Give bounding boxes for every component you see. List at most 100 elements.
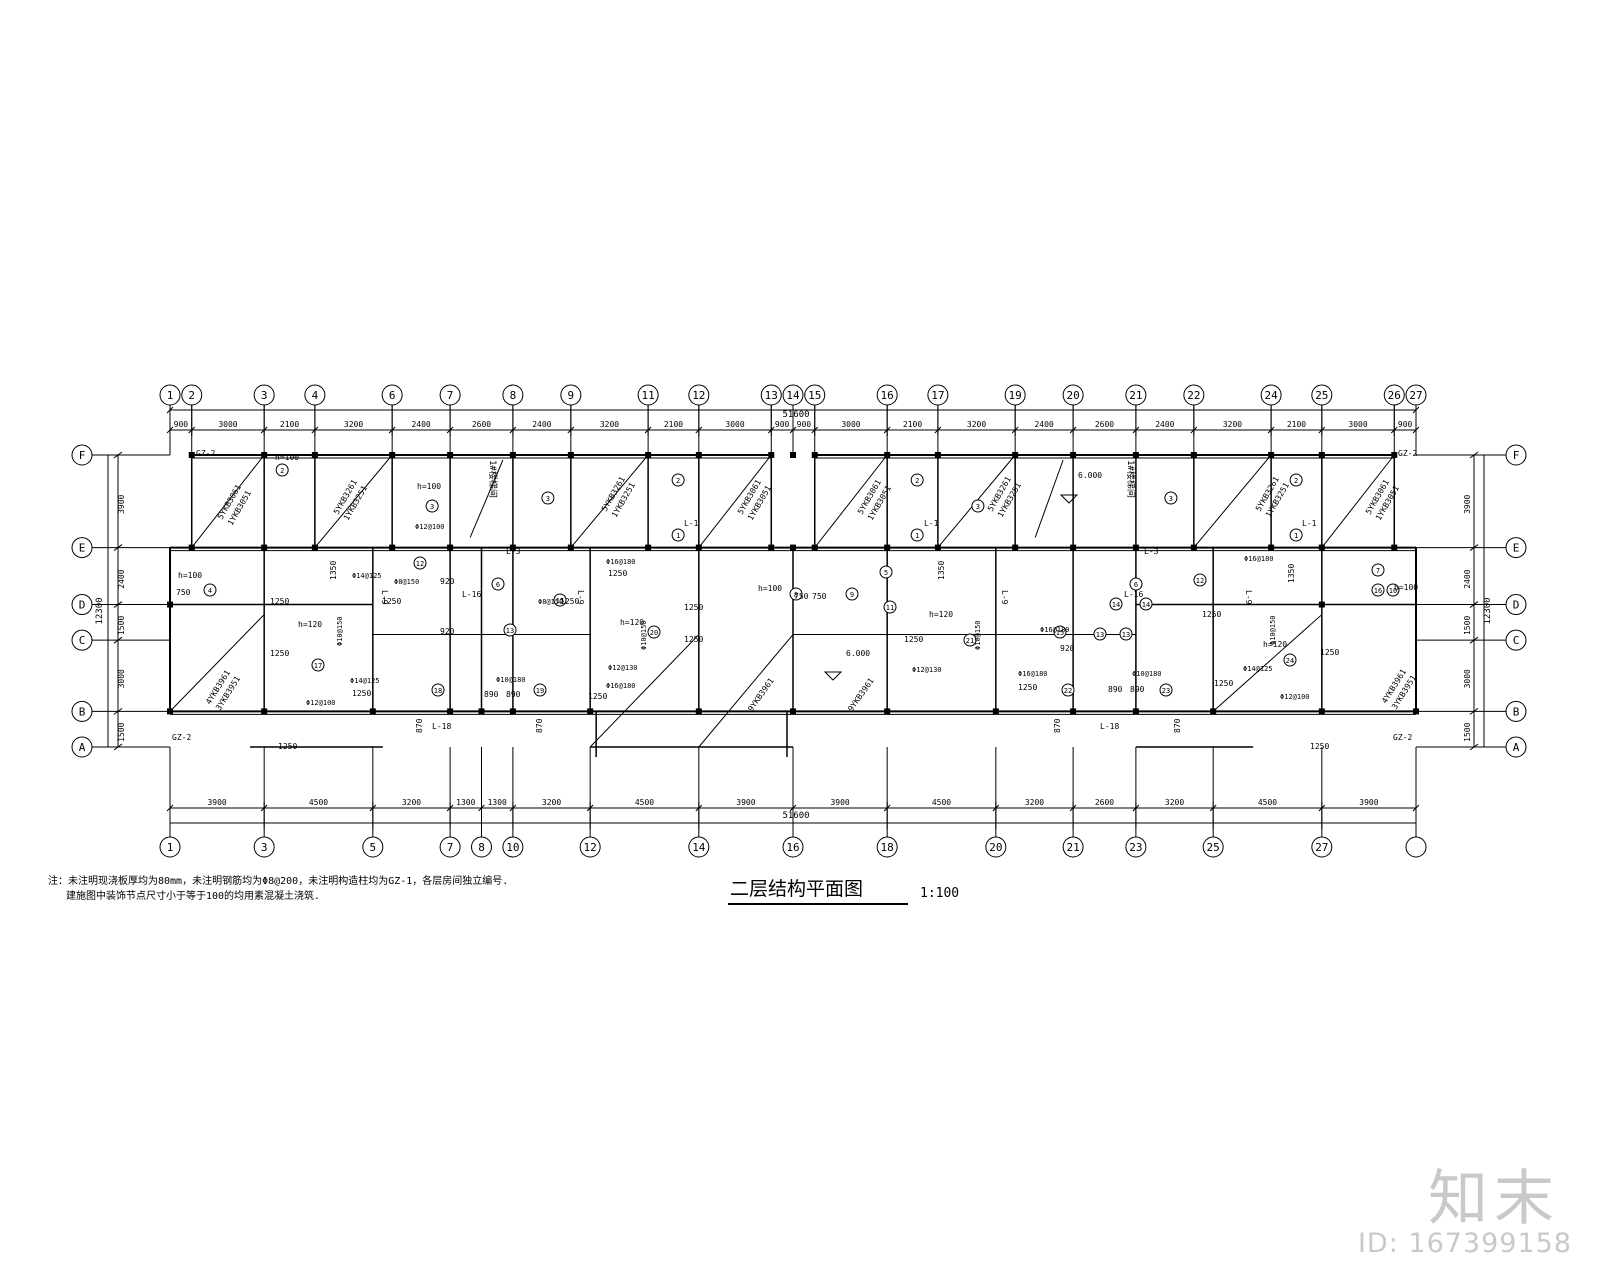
room-number	[1061, 683, 1075, 697]
dim-label: 870	[415, 718, 424, 733]
column	[934, 452, 941, 458]
room-number	[1289, 473, 1303, 487]
axis-bubble-bottom	[1125, 836, 1147, 858]
slab-diagonal	[169, 614, 265, 712]
gz2-right-b: GZ-2	[1393, 733, 1412, 742]
column	[695, 452, 702, 458]
column	[567, 544, 574, 551]
dim-text-top: 900	[174, 420, 189, 429]
axis-label-left: C	[79, 634, 86, 647]
dim-text-top: 2100	[664, 420, 683, 429]
dim-label: 1250	[904, 635, 923, 644]
dim-label: 920	[440, 577, 455, 586]
stair-label: 1#楼梯间	[487, 460, 499, 498]
axis-label-top: 6	[389, 389, 396, 402]
dim-text-bottom: 3900	[207, 798, 226, 807]
axis-bubble-top	[1311, 384, 1333, 406]
stair-diagonal	[1034, 459, 1064, 538]
rebar-label: Φ12@100	[306, 699, 336, 707]
dim-label: 1250	[1018, 683, 1037, 692]
room-number	[413, 556, 427, 570]
column	[1318, 544, 1325, 551]
axis-label-right: E	[1513, 542, 1520, 555]
axis-label-bottom: 12	[584, 841, 597, 854]
room-number-text: 12	[416, 560, 424, 568]
slab-diagonal	[314, 454, 393, 548]
column	[768, 452, 775, 458]
axis-label-top: 26	[1388, 389, 1401, 402]
axis-bubble-top	[181, 384, 203, 406]
column	[1210, 708, 1217, 715]
axis-bubble-right	[1505, 700, 1527, 722]
axis-bubble-bottom	[159, 836, 181, 858]
slab-diagonal	[1212, 614, 1323, 712]
axis-bubble-bottom	[471, 836, 492, 858]
axis-label-top: 15	[808, 389, 821, 402]
rebar-label: Φ8@150	[394, 578, 419, 586]
room-number	[1053, 625, 1067, 639]
room-number-text: 14	[1112, 601, 1120, 609]
axis-bubble-bottom	[362, 836, 384, 858]
axis-bubble-left	[71, 736, 93, 758]
room-number-text: 1	[676, 532, 680, 540]
axis-bubble-bottom	[782, 836, 804, 858]
dim-text-top: 3200	[967, 420, 986, 429]
axis-label-right: F	[1513, 449, 1520, 462]
room-number	[1109, 597, 1123, 611]
dim-label: 750	[176, 588, 191, 597]
room-number	[533, 683, 547, 697]
axis-label-top: 17	[931, 389, 944, 402]
dim-label: 870	[535, 718, 544, 733]
axis-label-right: A	[1513, 741, 1520, 754]
room-number	[503, 623, 517, 637]
room-number-text: 13	[1122, 631, 1130, 639]
dim-label: 1250	[270, 649, 289, 658]
axis-bubble-top	[502, 384, 524, 406]
h-label: h=120	[298, 620, 322, 629]
axis-label-bottom: 18	[881, 841, 894, 854]
slab-diagonal	[698, 634, 794, 748]
room-number	[1371, 563, 1385, 577]
row-dim-text-right: 3900	[1463, 494, 1472, 513]
column	[811, 544, 818, 551]
axis-label-top: 24	[1264, 389, 1278, 402]
room-number-text: 5	[884, 569, 888, 577]
total-height-dim-right: 12300	[1483, 597, 1493, 624]
axis-bubble-bottom	[985, 836, 1007, 858]
dim-text-top: 2400	[1155, 420, 1174, 429]
column	[167, 601, 173, 608]
axis-bubble-left	[71, 629, 93, 651]
room-number-text: 12	[1196, 577, 1204, 585]
axis-label-bottom: 27	[1315, 841, 1328, 854]
dim-label: 750	[794, 592, 809, 601]
column	[695, 544, 702, 551]
column	[389, 544, 396, 551]
rebar-label: Φ12@100	[415, 523, 445, 531]
row-dim-slash-left	[113, 601, 123, 608]
rebar-label: Φ14@125	[350, 677, 380, 685]
axis-label-top: 19	[1009, 389, 1022, 402]
room-number	[671, 528, 685, 542]
axis-bubble-bottom	[502, 836, 524, 858]
column	[645, 452, 652, 458]
room-number	[553, 593, 567, 607]
dim-text-top: 2400	[532, 420, 551, 429]
room-number	[1193, 573, 1207, 587]
row-dim-slash-left	[113, 544, 123, 551]
axis-bubble-top	[876, 384, 898, 406]
elevation-marker	[1059, 494, 1079, 504]
beam-label: L-3	[506, 547, 521, 556]
column	[447, 452, 454, 458]
row-dim-slash-left	[113, 636, 123, 644]
axis-label-top: 9	[568, 389, 575, 402]
dim-label: 1350	[937, 561, 946, 580]
h-label: h=120	[929, 610, 953, 619]
row-dim-slash-left	[113, 743, 123, 751]
drawing-scale: 1:100	[920, 886, 959, 901]
dim-text-top: 3000	[725, 420, 744, 429]
rebar-label: Φ16@180	[1018, 670, 1048, 678]
axis-label-bottom: 20	[989, 841, 1002, 854]
dim-text-top: 2600	[472, 420, 491, 429]
rebar-label: Φ10@150	[1269, 615, 1277, 645]
